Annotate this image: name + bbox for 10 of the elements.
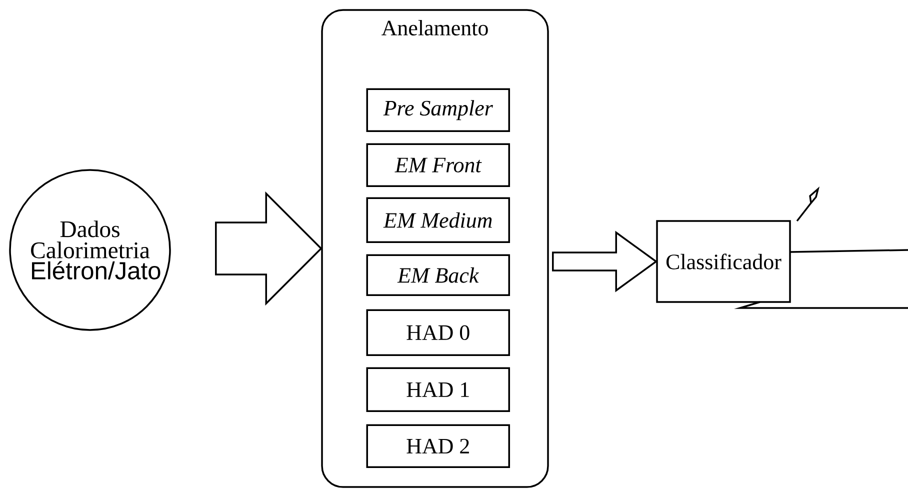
block-arrow (215, 191, 322, 306)
process-box: EM Front (366, 143, 510, 187)
block-arrow (552, 230, 658, 292)
process-box: HAD 1 (366, 367, 510, 412)
process-box: EM Back (366, 254, 510, 296)
process-box: Classificador (656, 220, 791, 303)
process-box: HAD 2 (366, 424, 510, 468)
process-box: HAD 0 (366, 309, 510, 356)
process-box: Pre Sampler (366, 88, 510, 132)
process-box: EM Medium (366, 197, 510, 243)
